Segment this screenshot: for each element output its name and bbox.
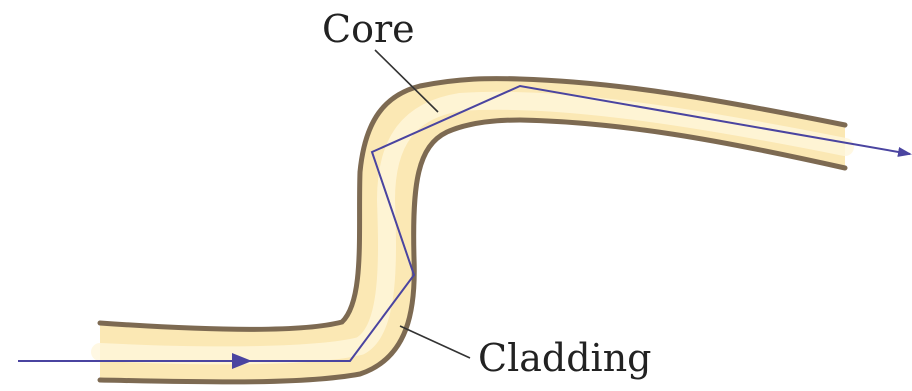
cladding-label: Cladding [478,339,652,377]
cladding-leader-line [400,326,470,358]
core-label: Core [322,10,415,48]
